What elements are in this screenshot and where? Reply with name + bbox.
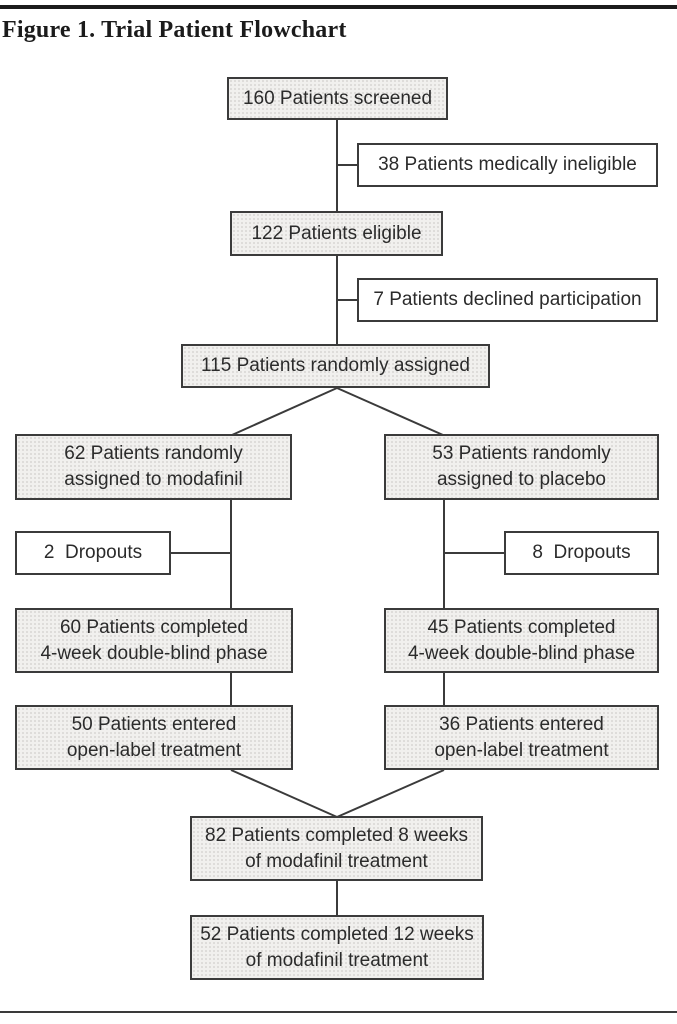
- node-patients-eligible-label: 122 Patients eligible: [251, 222, 422, 244]
- node-patients-screened-label: 160 Patients screened: [242, 87, 433, 109]
- node-openlabel-modafinil-line1: 50 Patients entered: [71, 713, 237, 735]
- connector-modafinil-spine-upper: [230, 499, 232, 609]
- connector-placebo-spine-lower: [443, 672, 445, 706]
- node-openlabel-placebo-line2: open-label treatment: [434, 739, 609, 761]
- top-rule: [0, 5, 677, 9]
- node-medically-ineligible-label: 38 Patients medically ineligible: [378, 154, 637, 175]
- bottom-rule: [0, 1011, 677, 1013]
- node-completed-8-weeks: 82 Patients completed 8 weeks of modafin…: [190, 816, 483, 881]
- node-dropouts-modafinil: 2 Dropouts: [15, 531, 171, 575]
- figure-title: Figure 1. Trial Patient Flowchart: [2, 17, 347, 43]
- connector-dropouts-modafinil: [170, 552, 231, 554]
- node-completed-12-weeks-line1: 52 Patients completed 12 weeks: [200, 923, 474, 945]
- connector-8wk-12wk: [336, 880, 338, 916]
- connector-merge-left: [230, 769, 338, 818]
- node-dropouts-placebo: 8 Dropouts: [504, 531, 659, 575]
- node-completed-doubleblind-placebo-line2: 4-week double-blind phase: [407, 642, 636, 664]
- node-openlabel-placebo-line1: 36 Patients entered: [439, 713, 604, 735]
- node-medically-ineligible: 38 Patients medically ineligible: [357, 143, 658, 187]
- node-assigned-placebo-line1: 53 Patients randomly: [432, 443, 611, 464]
- node-assigned-modafinil: 62 Patients randomly assigned to modafin…: [15, 434, 292, 500]
- node-assigned-placebo-line2: assigned to placebo: [436, 469, 606, 490]
- node-completed-8-weeks-line1: 82 Patients completed 8 weeks: [205, 824, 468, 846]
- node-assigned-placebo: 53 Patients randomly assigned to placebo: [384, 434, 659, 500]
- node-openlabel-placebo: 36 Patients entered open-label treatment: [384, 705, 659, 770]
- node-dropouts-modafinil-label: 2 Dropouts: [43, 542, 143, 563]
- connector-split-left: [231, 387, 338, 436]
- node-assigned-modafinil-line2: assigned to modafinil: [64, 469, 243, 490]
- connector-ineligible-branch: [336, 164, 358, 166]
- connector-split-right: [336, 387, 444, 436]
- node-patients-screened: 160 Patients screened: [227, 77, 448, 120]
- connector-dropouts-placebo: [444, 552, 505, 554]
- node-completed-doubleblind-placebo-line1: 45 Patients completed: [427, 616, 616, 638]
- node-completed-8-weeks-line2: of modafinil treatment: [245, 850, 428, 872]
- node-completed-doubleblind-modafinil-line1: 60 Patients completed: [59, 616, 248, 638]
- node-completed-doubleblind-placebo: 45 Patients completed 4-week double-blin…: [384, 608, 659, 673]
- node-assigned-modafinil-line1: 62 Patients randomly: [64, 443, 243, 464]
- connector-declined-branch: [336, 299, 358, 301]
- node-declined-participation-label: 7 Patients declined participation: [373, 289, 642, 310]
- node-completed-doubleblind-modafinil-line2: 4-week double-blind phase: [40, 642, 268, 664]
- connector-modafinil-spine-lower: [230, 672, 232, 706]
- connector-placebo-spine-upper: [443, 499, 445, 609]
- node-openlabel-modafinil: 50 Patients entered open-label treatment: [15, 705, 293, 770]
- node-completed-doubleblind-modafinil: 60 Patients completed 4-week double-blin…: [15, 608, 293, 673]
- node-completed-12-weeks-line2: of modafinil treatment: [245, 949, 429, 971]
- node-dropouts-placebo-label: 8 Dropouts: [532, 542, 631, 563]
- node-completed-12-weeks: 52 Patients completed 12 weeks of modafi…: [190, 915, 484, 980]
- node-openlabel-modafinil-line2: open-label treatment: [66, 739, 242, 761]
- node-randomly-assigned-label: 115 Patients randomly assigned: [201, 355, 470, 376]
- connector-merge-right: [336, 769, 445, 818]
- node-declined-participation: 7 Patients declined participation: [357, 278, 658, 322]
- node-randomly-assigned: 115 Patients randomly assigned: [181, 344, 490, 388]
- node-patients-eligible: 122 Patients eligible: [230, 211, 443, 256]
